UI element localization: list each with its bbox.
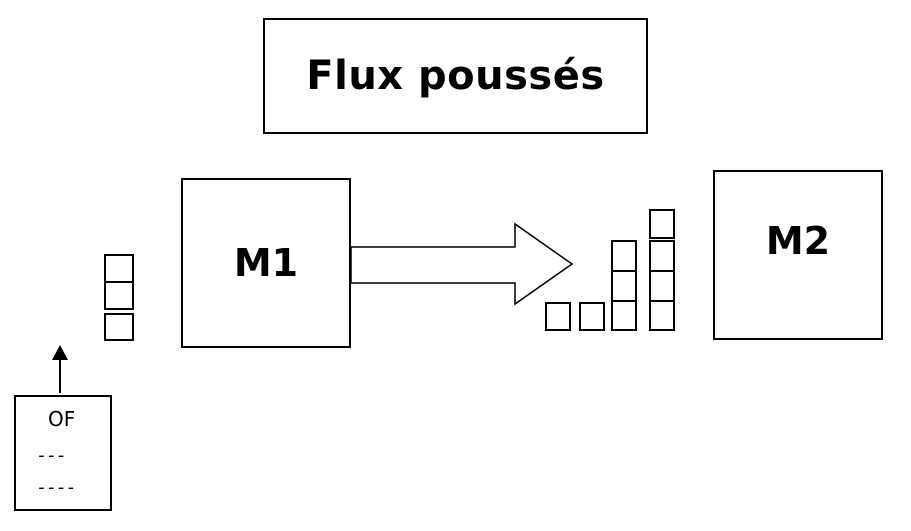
output-stock-unit xyxy=(545,302,571,331)
title-box: Flux poussés xyxy=(263,18,648,134)
output-stock-unit xyxy=(611,270,637,302)
input-stock-stack xyxy=(104,254,134,341)
machine-m2: M2 xyxy=(713,170,883,340)
input-stock-unit xyxy=(104,313,134,341)
output-stock xyxy=(545,209,675,331)
output-stock-unit xyxy=(649,300,675,331)
machine-m2-label: M2 xyxy=(765,219,831,263)
order-card: OF --- ---- xyxy=(14,395,112,511)
arrow-up-icon xyxy=(52,345,68,393)
order-card-title: OF xyxy=(48,407,76,431)
output-stock-unit xyxy=(649,270,675,302)
input-stock-unit xyxy=(104,254,134,283)
order-card-line-2: ---- xyxy=(36,477,76,498)
order-card-line-1: --- xyxy=(36,445,66,466)
flow-arrow-icon xyxy=(350,222,574,306)
output-stock-unit xyxy=(649,209,675,239)
input-stock-unit xyxy=(104,281,134,310)
output-stock-unit xyxy=(579,302,605,331)
output-stock-unit xyxy=(611,300,637,331)
machine-m1-label: M1 xyxy=(233,241,299,285)
output-stock-unit xyxy=(611,240,637,272)
diagram-title: Flux poussés xyxy=(306,53,605,99)
output-stock-unit xyxy=(649,240,675,272)
machine-m1: M1 xyxy=(181,178,351,348)
